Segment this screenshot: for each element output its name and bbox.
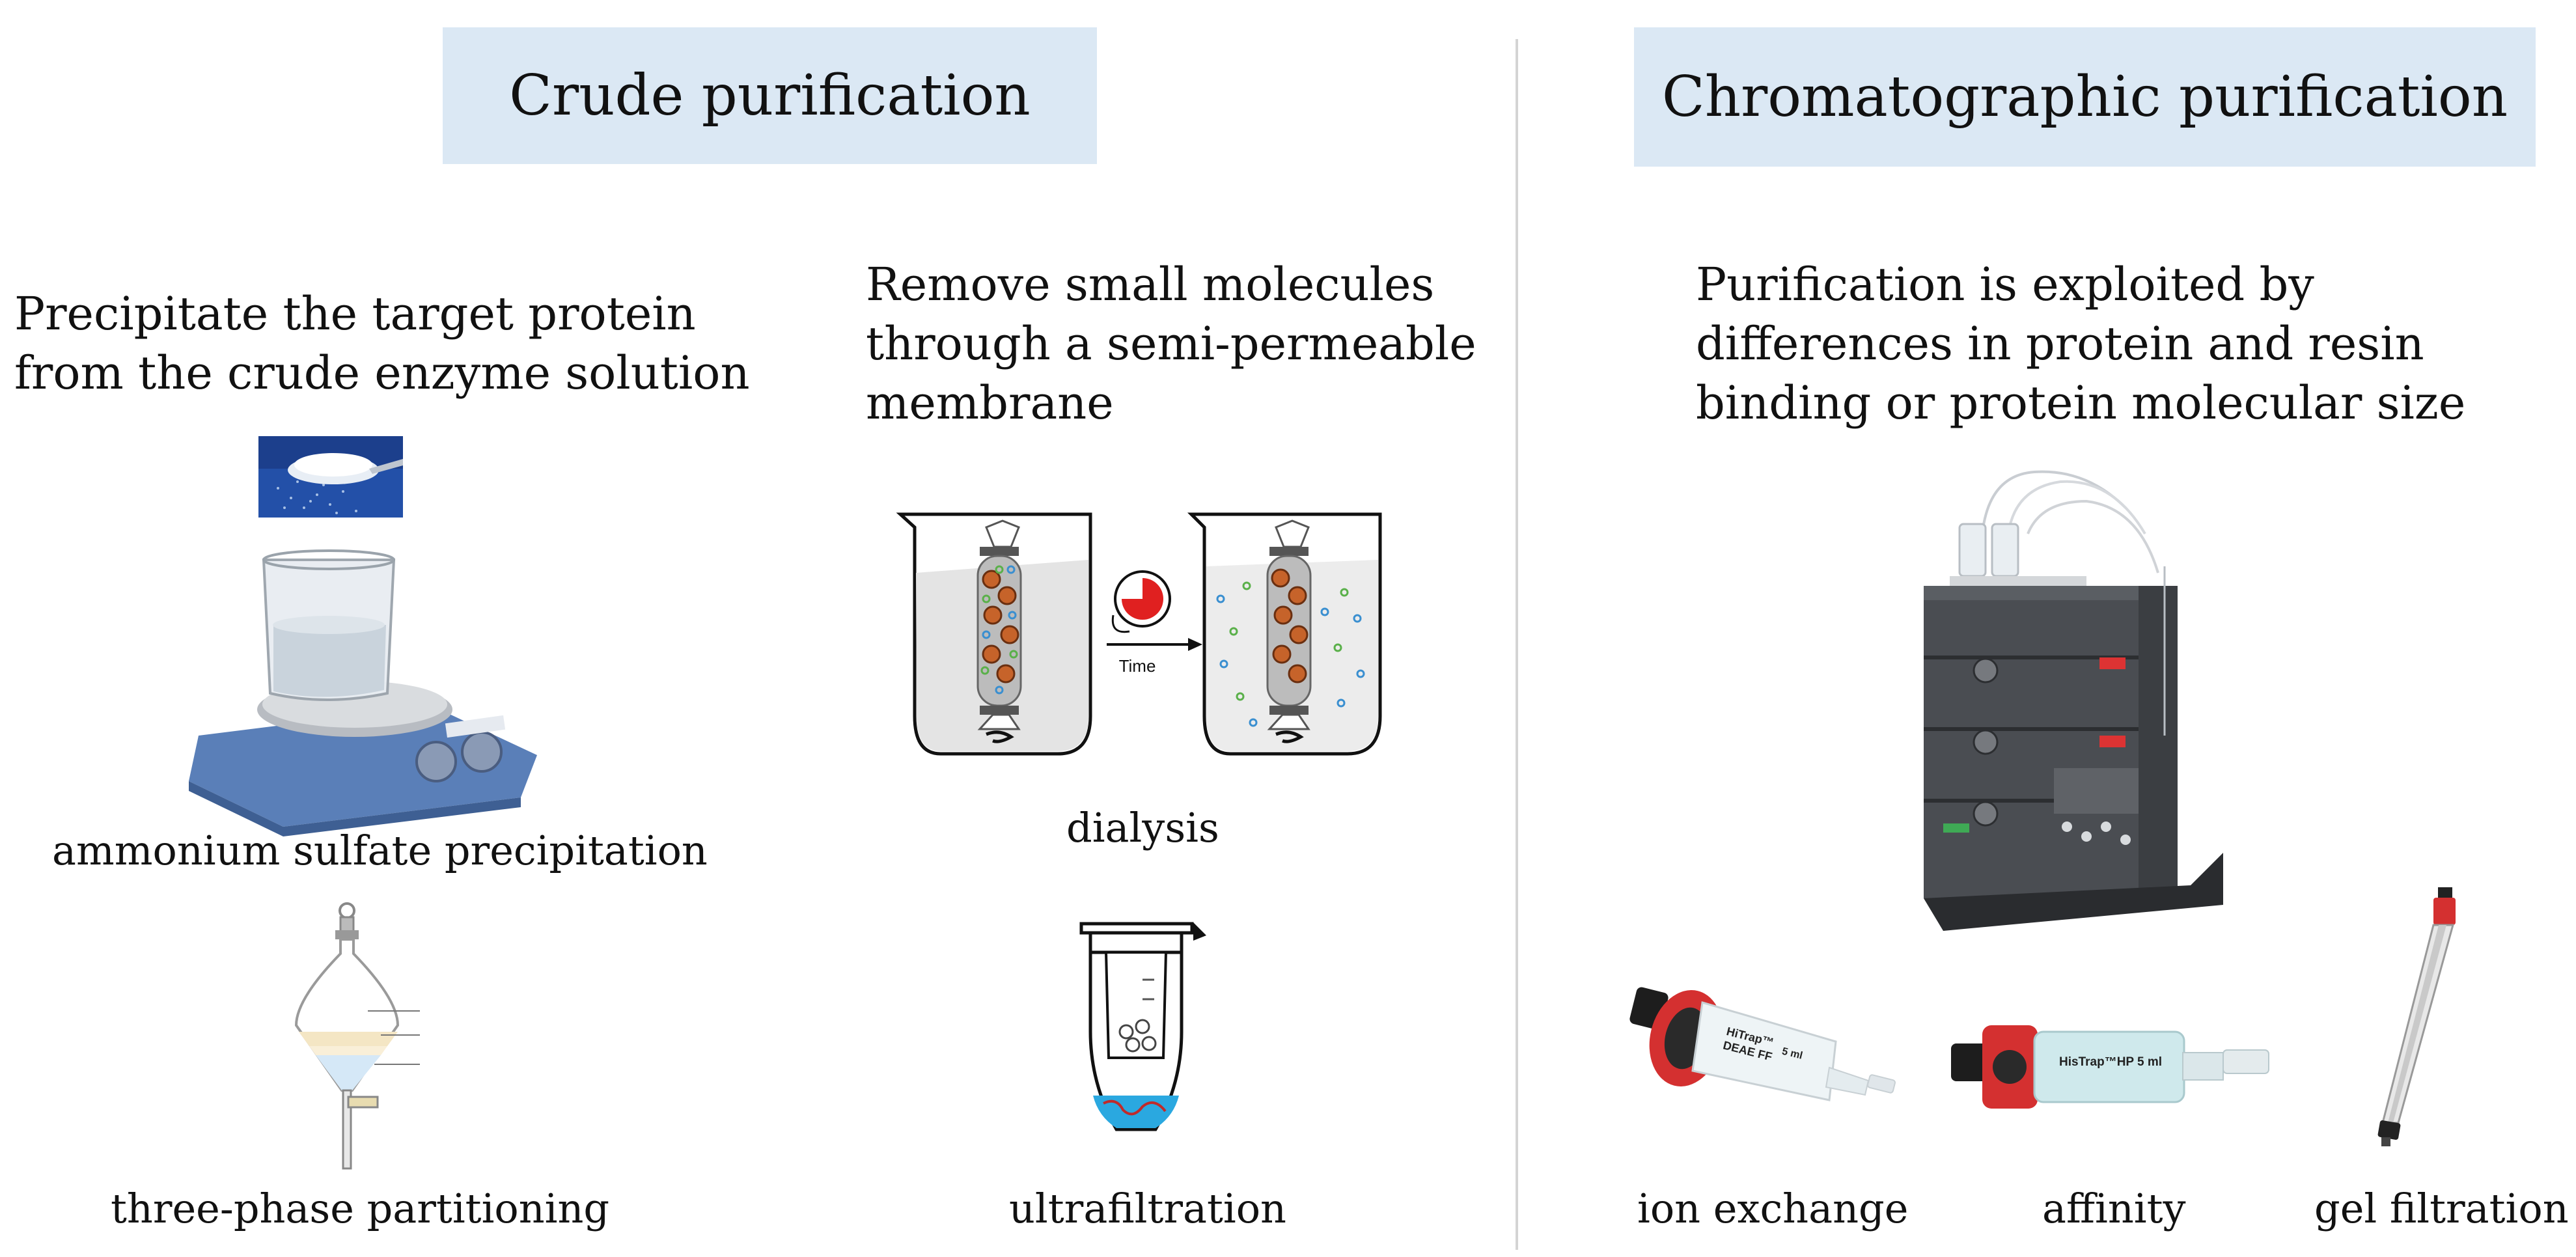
time-label: Time bbox=[1119, 656, 1156, 676]
ammonium-sulfate-label: ammonium sulfate precipitation bbox=[52, 827, 708, 874]
gel-filtration-label: gel filtration bbox=[2314, 1185, 2569, 1232]
chromatographic-purification-header: Chromatographic purification bbox=[1634, 27, 2536, 167]
crude-purification-header: Crude purification bbox=[443, 27, 1097, 164]
crude-purification-title: Crude purification bbox=[509, 63, 1031, 128]
ultrafiltration-tube-image bbox=[1079, 922, 1206, 1131]
chromatography-system-image bbox=[1924, 470, 2223, 931]
gel-filtration-column-image bbox=[2377, 887, 2456, 1146]
magnetic-stirrer-image bbox=[189, 549, 537, 836]
dialysis-diagram: Time bbox=[896, 512, 1382, 756]
ion-exchange-label: ion exchange bbox=[1637, 1185, 1909, 1232]
ion-exchange-column-image: HiTrap™ DEAE FF 5 ml bbox=[1629, 987, 1896, 1101]
affinity-label: affinity bbox=[2042, 1185, 2186, 1232]
affinity-column-image: HisTrap™HP 5 ml bbox=[1951, 1025, 2269, 1109]
dialysis-label: dialysis bbox=[1066, 804, 1219, 851]
affinity-column-text: HisTrap™HP 5 ml bbox=[2059, 1055, 2162, 1069]
ultrafiltration-label: ultrafiltration bbox=[1009, 1185, 1286, 1232]
salt-spoon-image bbox=[258, 436, 403, 518]
chromatographic-purification-title: Chromatographic purification bbox=[1661, 64, 2508, 130]
precipitation-description: Precipitate the target protein from the … bbox=[14, 287, 750, 400]
three-phase-partitioning-label: three-phase partitioning bbox=[111, 1185, 610, 1232]
membrane-description: Remove small molecules through a semi-pe… bbox=[866, 258, 1476, 430]
separatory-funnel-image bbox=[294, 902, 420, 1170]
chromatography-description: Purification is exploited by differences… bbox=[1696, 258, 2466, 430]
panel-divider bbox=[1516, 39, 1518, 1250]
